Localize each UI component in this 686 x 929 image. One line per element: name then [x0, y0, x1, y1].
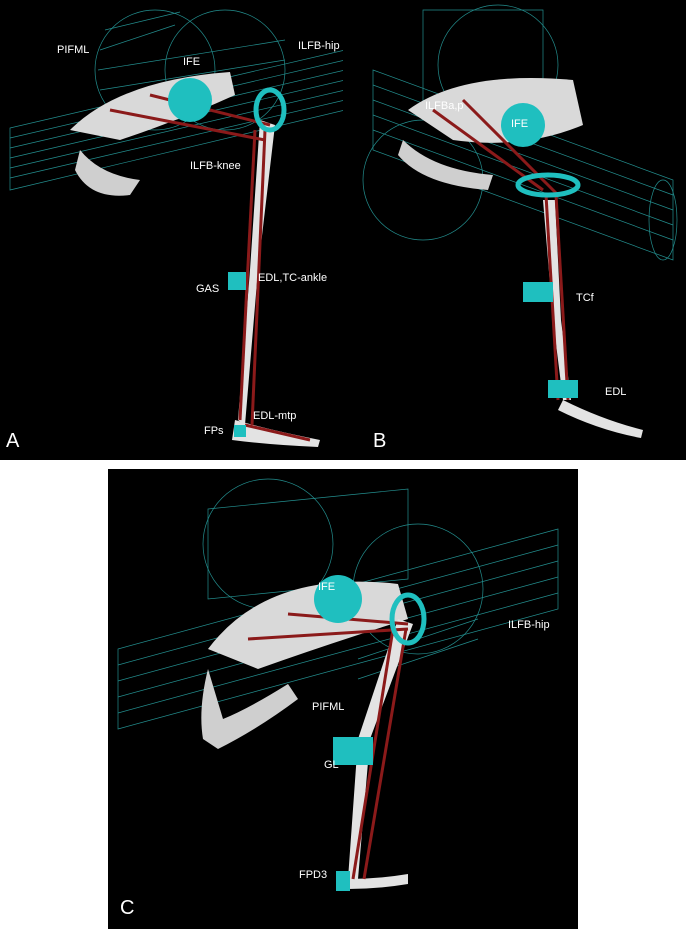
label-tcf: TCf [576, 292, 594, 304]
panel-a-render [9, 9, 343, 447]
label-edl-mtp: EDL-mtp [253, 410, 297, 422]
label-ilfb-hip: ILFB-hip [508, 619, 550, 631]
panel-letter-a: A [6, 430, 20, 452]
label-fpd3: FPD3 [299, 869, 328, 881]
panel-c: IFE ILFB-hip PIFML GL FPD3 C [108, 469, 578, 929]
label-edl-tc-ankle: EDL,TC-ankle [258, 272, 328, 284]
panel-b: ILFBa,p IFE TCf EDL B [343, 0, 686, 460]
label-edl: EDL [605, 386, 627, 398]
panel-c-render [117, 478, 559, 891]
label-ife: IFE [318, 581, 336, 593]
panel-letter-c: C [120, 897, 135, 919]
label-ilfb-ap: ILFBa,p [425, 100, 464, 112]
panel-b-render [362, 4, 678, 438]
label-ilfb-hip: ILFB-hip [298, 40, 340, 52]
panel-a: PIFML IFE ILFB-hip ILFB-knee GAS EDL,TC-… [0, 0, 343, 460]
label-ilfb-knee: ILFB-knee [190, 160, 241, 172]
label-gas: GAS [196, 283, 220, 295]
label-ife: IFE [183, 56, 201, 68]
label-fps: FPs [204, 425, 224, 437]
panel-letter-b: B [373, 430, 387, 452]
label-ife: IFE [511, 118, 529, 130]
label-pifml: PIFML [57, 44, 90, 56]
label-pifml: PIFML [312, 701, 345, 713]
label-gl: GL [324, 759, 339, 771]
